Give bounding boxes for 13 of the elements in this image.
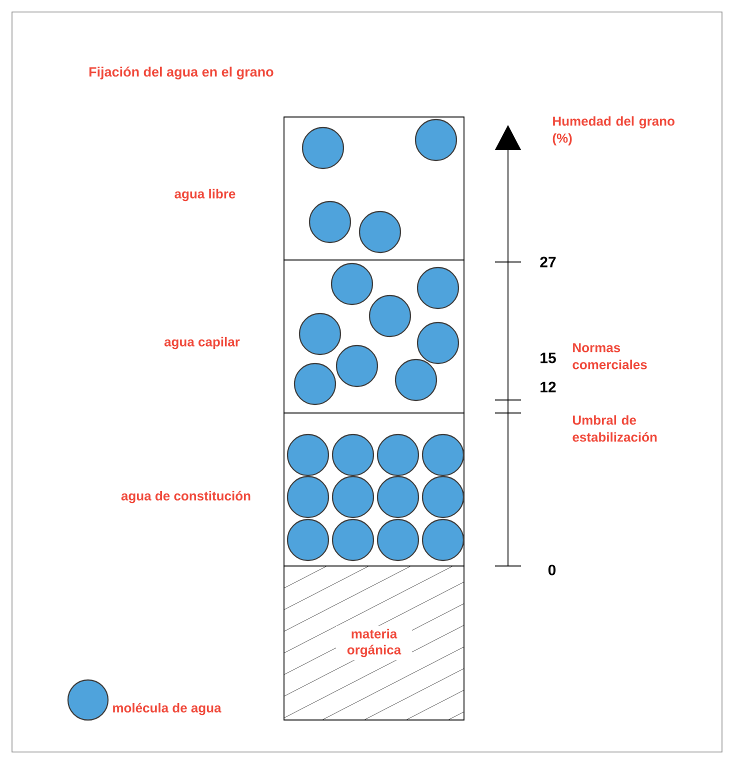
tick-value: 27	[540, 256, 556, 268]
axis-note: Umbral de estabilización	[572, 415, 657, 442]
layer-label: agua de constitución	[121, 490, 250, 504]
title: Fijación del agua en el grano	[89, 66, 274, 80]
tick-value: 0	[548, 564, 556, 576]
legend-label: molécula de agua	[113, 702, 222, 716]
layer-label: agua libre	[174, 188, 236, 202]
tick-value: 15	[540, 352, 556, 364]
axis-note: Humedad del grano (%)	[552, 116, 674, 146]
tick-value: 12	[540, 382, 556, 392]
layer-label: agua capilar	[164, 336, 240, 350]
axis-note: Normas comerciales	[572, 343, 647, 370]
layer-box: materia orgánica	[284, 566, 464, 720]
